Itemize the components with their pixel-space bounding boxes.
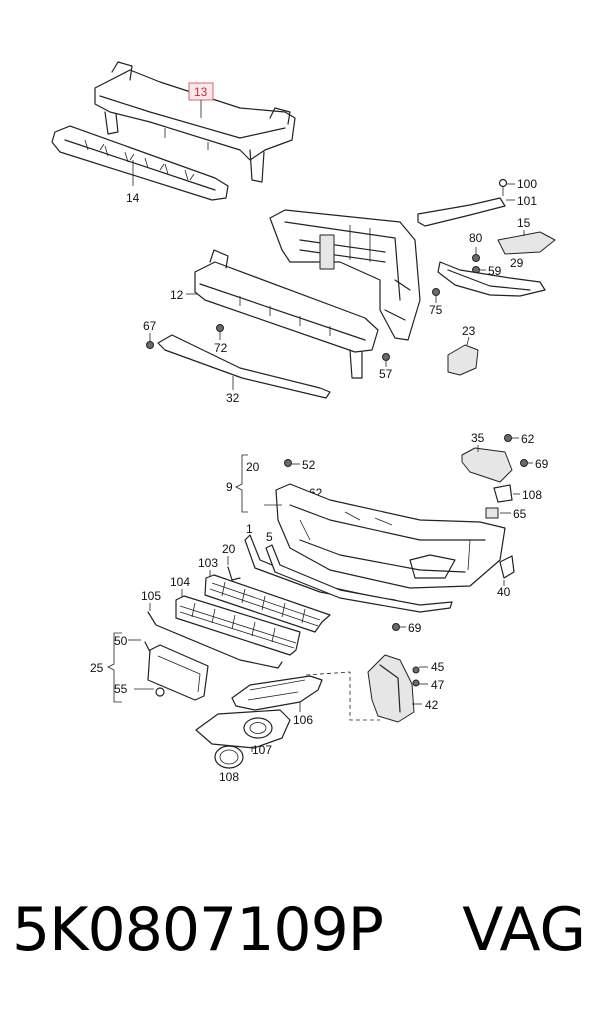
callout-52: 52 [302, 458, 316, 472]
grille-103 [204, 574, 331, 633]
brace-25 [107, 632, 122, 703]
bracket-101 [417, 178, 508, 227]
callout-12: 12 [170, 288, 184, 302]
callout-107: 107 [252, 743, 272, 757]
callout-20-b: 20 [222, 542, 236, 556]
callout-13: 13 [194, 85, 208, 99]
exploded-parts-diagram: 13 14 100 101 15 80 5 9 29 [51, 61, 556, 784]
callout-105: 105 [141, 589, 161, 603]
callout-25: 25 [90, 661, 104, 675]
callout-67: 67 [143, 319, 157, 333]
callout-5: 5 [266, 530, 273, 544]
tow-hook-cover-23 [447, 344, 479, 376]
clip-20 [227, 566, 241, 581]
callout-47: 47 [431, 678, 445, 692]
ring-108 [214, 745, 244, 769]
callout-42: 42 [425, 698, 439, 712]
part-number: 5K0807109P [12, 895, 384, 965]
footer: 5K0807109P VAG [0, 895, 600, 985]
callout-72: 72 [214, 341, 228, 355]
fog-grille-107 [195, 709, 291, 749]
callout-9: 9 [226, 480, 233, 494]
reinforcement-beam-13 [94, 61, 296, 183]
clip-65 [485, 507, 499, 519]
callout-101: 101 [517, 194, 537, 208]
brace-9 [235, 454, 248, 513]
callout-62-a: 62 [521, 432, 535, 446]
spoiler-strip-32 [157, 334, 331, 399]
callout-40: 40 [497, 585, 511, 599]
callout-104: 104 [170, 575, 190, 589]
radiator-support [269, 209, 421, 341]
callout-55: 55 [114, 682, 128, 696]
callout-23: 23 [462, 324, 476, 338]
bumper-cover [275, 483, 506, 589]
callout-69-a: 69 [535, 457, 549, 471]
trim-strip-5 [265, 544, 453, 613]
side-bracket-35 [461, 445, 513, 483]
bracket-40 [499, 555, 515, 579]
license-plate-holder [147, 644, 209, 701]
callout-15: 15 [517, 216, 531, 230]
callout-29: 29 [510, 256, 524, 270]
callout-69-b: 69 [408, 621, 422, 635]
callout-106: 106 [293, 713, 313, 727]
lower-reinforcement-12 [194, 249, 379, 379]
callout-100: 100 [517, 177, 537, 191]
callout-80: 80 [469, 231, 483, 245]
callout-35: 35 [471, 431, 485, 445]
callout-36: 108 [522, 488, 542, 502]
brand-name: VAG [462, 895, 586, 965]
callout-45: 45 [431, 660, 445, 674]
trim-strip-105 [147, 611, 283, 669]
screw-50 [144, 641, 151, 653]
bracket-15 [497, 231, 556, 255]
mount-bracket-42 [367, 654, 415, 723]
callout-57: 57 [379, 367, 393, 381]
clip-36 [493, 484, 513, 503]
callout-103: 103 [198, 556, 218, 570]
callout-50: 50 [114, 634, 128, 648]
callout-14: 14 [126, 191, 140, 205]
callout-65: 65 [513, 507, 527, 521]
fog-trim-106 [231, 675, 323, 711]
bumper-guide-29 [437, 261, 546, 297]
energy-absorber-14 [51, 125, 229, 201]
grille-104 [175, 595, 301, 656]
callout-75: 75 [429, 303, 443, 317]
callout-20-a: 20 [246, 460, 260, 474]
callout-1: 1 [246, 522, 253, 536]
callout-108: 108 [219, 770, 239, 784]
callout-32: 32 [226, 391, 240, 405]
detail-link-dashed [305, 671, 380, 721]
